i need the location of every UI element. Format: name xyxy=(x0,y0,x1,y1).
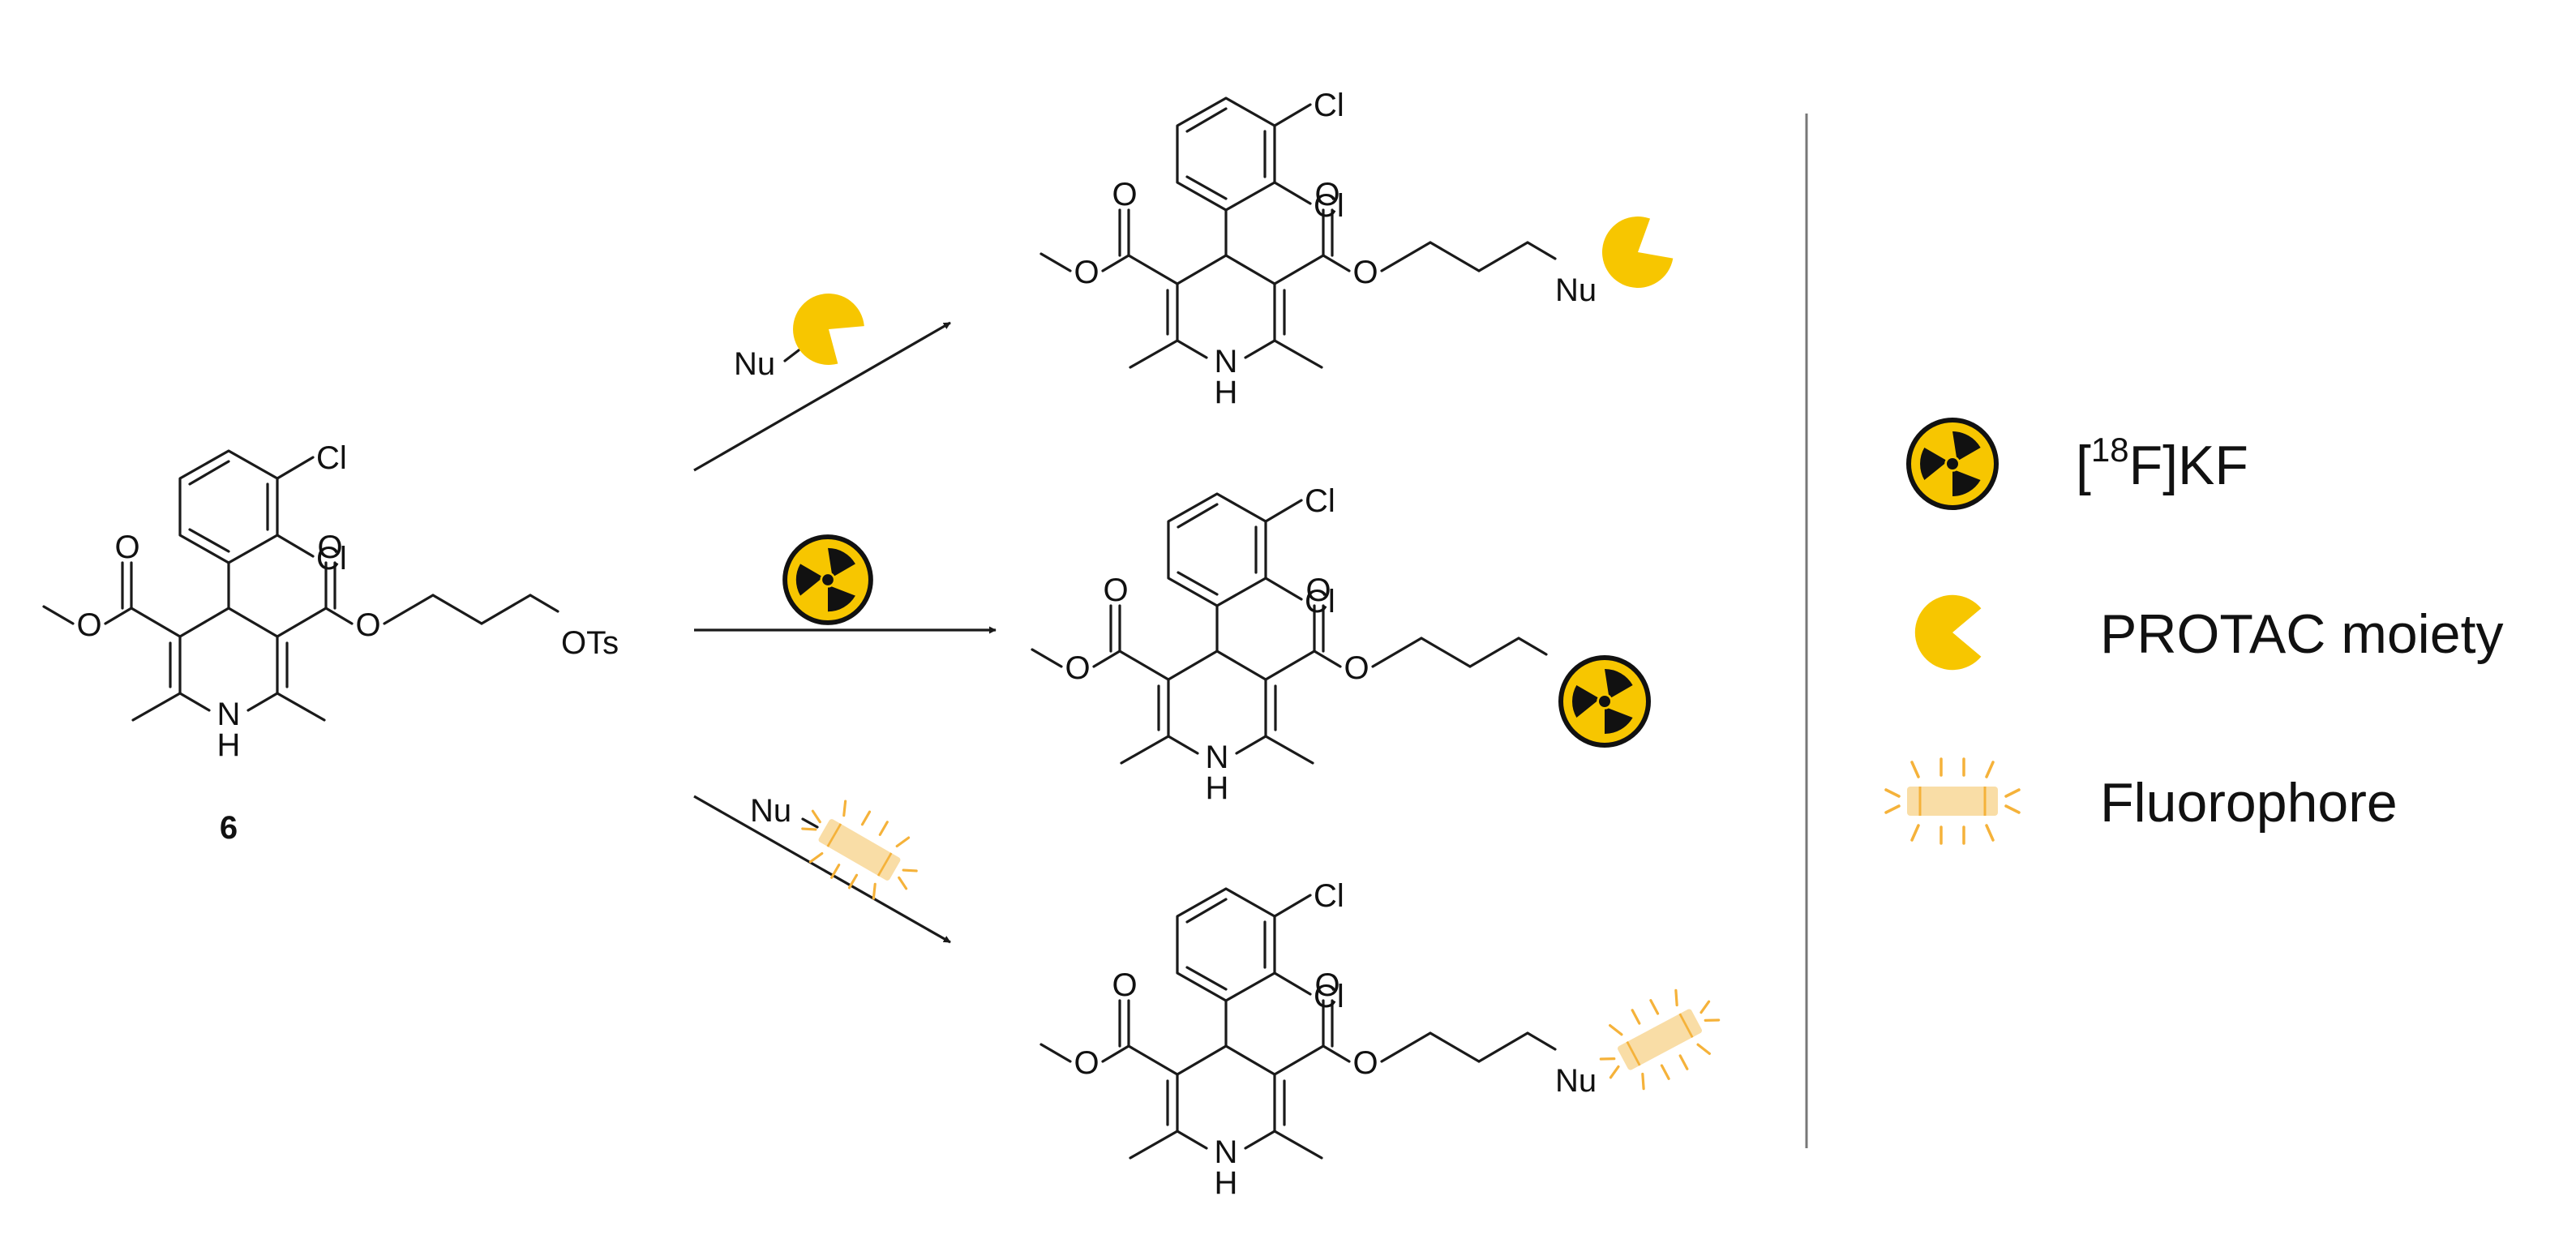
nucleophile-label: Nu xyxy=(1555,1063,1597,1099)
compound-number: 6 xyxy=(220,810,238,846)
arrow-to-protac-product xyxy=(693,321,951,472)
nucleophile-label: Nu xyxy=(734,346,775,382)
radioactive-icon xyxy=(1561,658,1648,745)
fluorophore-icon xyxy=(787,785,932,915)
legend: [18F]KF PROTAC moiety Fluorophore xyxy=(1884,420,2503,845)
fluorophore-icon xyxy=(1884,757,2021,845)
tosylate-label: OTs xyxy=(561,625,619,661)
fluorophore-product-structure: Nu xyxy=(1039,877,1734,1203)
arrow-to-fluorophore-product xyxy=(693,795,951,944)
nucleophile-label: Nu xyxy=(750,793,791,829)
protac-product-structure: Nu xyxy=(1039,86,1680,412)
pacman-icon xyxy=(1914,594,1982,671)
compound-6-structure: OTs xyxy=(42,439,619,765)
nucleophile-label: Nu xyxy=(1555,272,1597,308)
radioactive-icon xyxy=(1909,420,1996,508)
legend-label-protac: PROTAC moiety xyxy=(2100,603,2503,665)
pacman-icon xyxy=(778,279,872,375)
radioactive-icon xyxy=(785,537,871,623)
legend-label-fluorophore: Fluorophore xyxy=(2100,772,2398,834)
fluorophore-icon xyxy=(1586,975,1734,1104)
pacman-icon xyxy=(1588,208,1680,302)
legend-label-radiotracer: [18F]KF xyxy=(2076,431,2248,496)
radiolabeled-product-structure xyxy=(1031,482,1648,808)
